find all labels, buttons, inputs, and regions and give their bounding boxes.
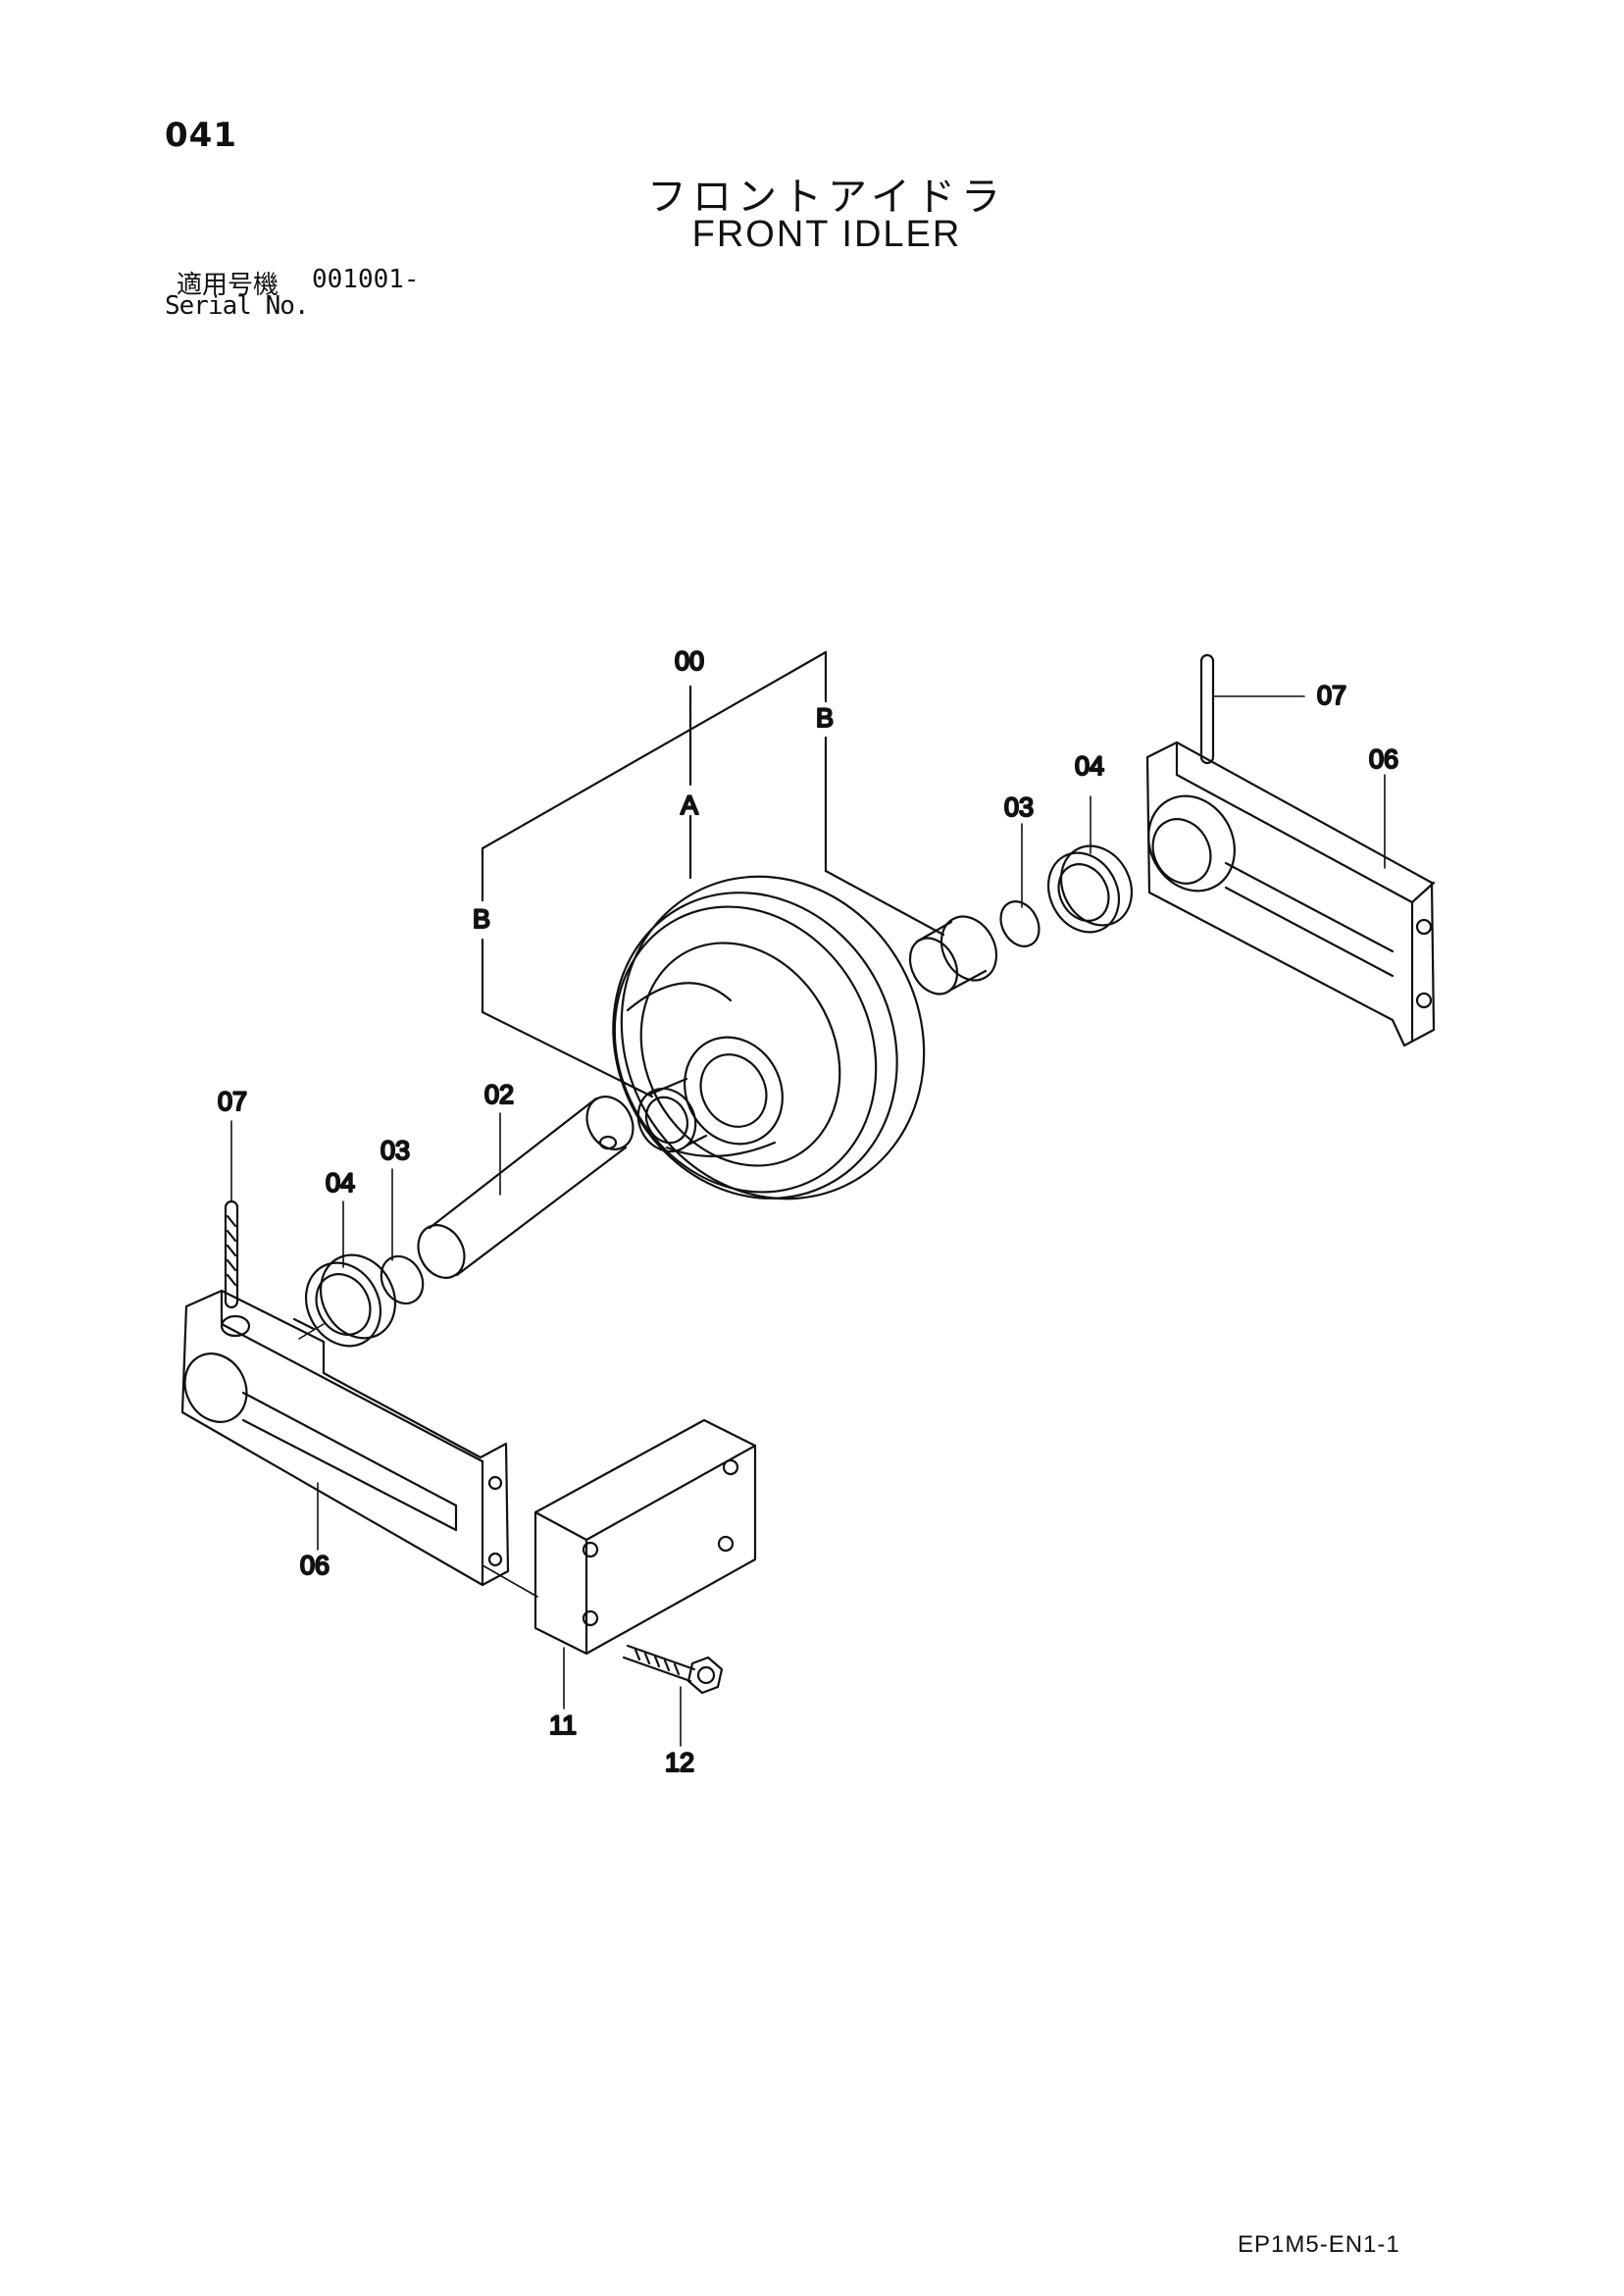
label-part-04-left: 04 [326, 1168, 355, 1198]
label-part-02: 02 [484, 1080, 514, 1109]
serial-value: 001001- [312, 265, 420, 294]
o-ring-left [380, 1254, 425, 1305]
label-A: A [681, 791, 698, 820]
document-code: EP1M5-EN1-1 [1238, 2231, 1400, 2258]
label-part-04-right: 04 [1075, 751, 1104, 781]
o-ring-right [999, 900, 1040, 947]
label-part-07-right: 07 [1317, 681, 1346, 710]
label-part-00: 00 [675, 646, 704, 676]
title-japanese: フロントアイドラ [647, 175, 1006, 220]
label-part-06-right: 06 [1369, 744, 1398, 774]
shaft [417, 1096, 634, 1279]
grouping-bracket [481, 650, 945, 1098]
page-number: 041 [165, 116, 237, 155]
bolt [622, 1644, 724, 1695]
label-part-03-left: 03 [381, 1136, 410, 1165]
bushing-right [908, 915, 998, 995]
label-B-right: B [816, 703, 834, 733]
serial-label-japanese: 適用号機 [177, 271, 279, 300]
label-part-03-right: 03 [1004, 792, 1034, 822]
hub-bushing-left [636, 1077, 708, 1153]
yoke-right [1145, 653, 1436, 1047]
leader-lines [230, 695, 1386, 1747]
title-english: FRONT IDLER [691, 214, 962, 255]
label-part-12: 12 [665, 1748, 694, 1777]
idler-wheel [612, 875, 926, 1200]
yoke-left [180, 1199, 510, 1587]
label-part-07-left: 07 [218, 1087, 247, 1116]
label-B-left: B [473, 904, 490, 934]
bracket-block [533, 1418, 757, 1656]
label-part-06-left: 06 [300, 1551, 330, 1580]
seal-right [1046, 844, 1134, 934]
seal-left [304, 1253, 397, 1348]
serial-label-english: Serial No. [165, 291, 310, 321]
label-part-11: 11 [549, 1710, 577, 1740]
